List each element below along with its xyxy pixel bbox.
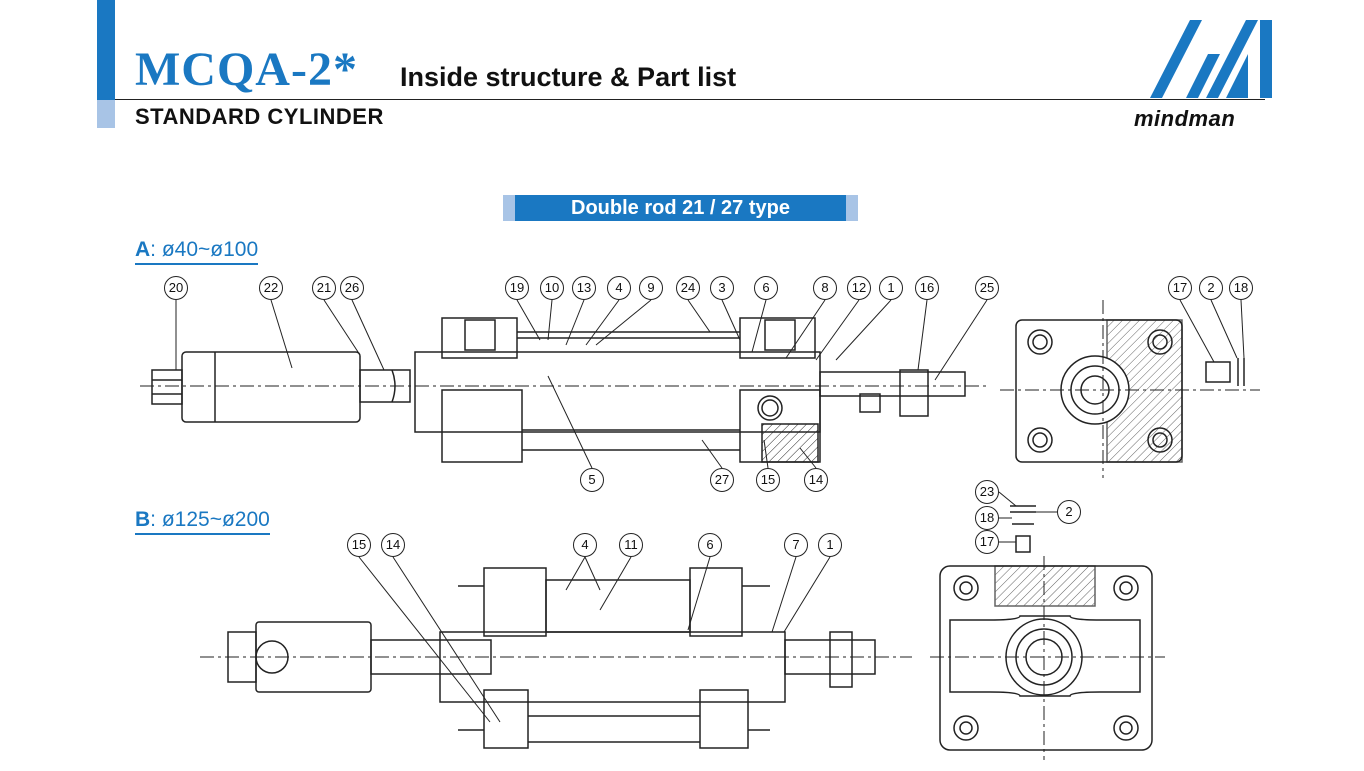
callout-b-end-18: 18 (975, 506, 999, 530)
header-rule (115, 99, 1265, 100)
callout-b-15: 15 (347, 533, 371, 557)
callout-a-3: 3 (710, 276, 734, 300)
callout-a-20: 20 (164, 276, 188, 300)
callout-a-13: 13 (572, 276, 596, 300)
section-b-letter: B (135, 508, 151, 531)
callout-b-end-2: 2 (1057, 500, 1081, 524)
banner-edge-right (846, 195, 858, 221)
callout-a-24: 24 (676, 276, 700, 300)
header-accent-bar (97, 0, 115, 100)
series-label: STANDARD CYLINDER (135, 104, 384, 129)
callout-a-19: 19 (505, 276, 529, 300)
callout-a-21: 21 (312, 276, 336, 300)
callout-a-4: 4 (607, 276, 631, 300)
callout-a-end-18: 18 (1229, 276, 1253, 300)
callout-b-4: 4 (573, 533, 597, 557)
callout-b-end-23: 23 (975, 480, 999, 504)
model-title: MCQA-2* (135, 43, 358, 96)
brand-wordmark: mindman (1134, 106, 1236, 131)
callout-a-25: 25 (975, 276, 999, 300)
callout-a-end-17: 17 (1168, 276, 1192, 300)
callout-a-9: 9 (639, 276, 663, 300)
section-a-label: A: ø40~ø100 (135, 238, 259, 265)
banner-text: Double rod 21 / 27 type (571, 197, 790, 219)
section-a-letter: A (135, 238, 151, 261)
callout-a-end-2: 2 (1199, 276, 1223, 300)
callout-b-1: 1 (818, 533, 842, 557)
page-subtitle: Inside structure & Part list (400, 62, 737, 92)
section-a-range: : ø40~ø100 (150, 238, 259, 261)
section-b-range: : ø125~ø200 (150, 508, 270, 531)
callout-b-7: 7 (784, 533, 808, 557)
header-accent-bar-light (97, 100, 115, 128)
type-banner: Double rod 21 / 27 type (503, 195, 858, 221)
callout-b-14: 14 (381, 533, 405, 557)
callout-a-8: 8 (813, 276, 837, 300)
callout-a-15: 15 (756, 468, 780, 492)
callout-a-16: 16 (915, 276, 939, 300)
callout-a-26: 26 (340, 276, 364, 300)
callout-b-6: 6 (698, 533, 722, 557)
callout-a-6: 6 (754, 276, 778, 300)
callout-b-11: 11 (619, 533, 643, 557)
callout-a-22: 22 (259, 276, 283, 300)
callout-a-10: 10 (540, 276, 564, 300)
callout-a-27: 27 (710, 468, 734, 492)
callout-a-5: 5 (580, 468, 604, 492)
callout-a-1: 1 (879, 276, 903, 300)
mindman-logo (1150, 20, 1272, 98)
callout-b-end-17: 17 (975, 530, 999, 554)
banner-edge-left (503, 195, 515, 221)
callout-a-14: 14 (804, 468, 828, 492)
callout-a-12: 12 (847, 276, 871, 300)
section-b-label: B: ø125~ø200 (135, 508, 270, 535)
